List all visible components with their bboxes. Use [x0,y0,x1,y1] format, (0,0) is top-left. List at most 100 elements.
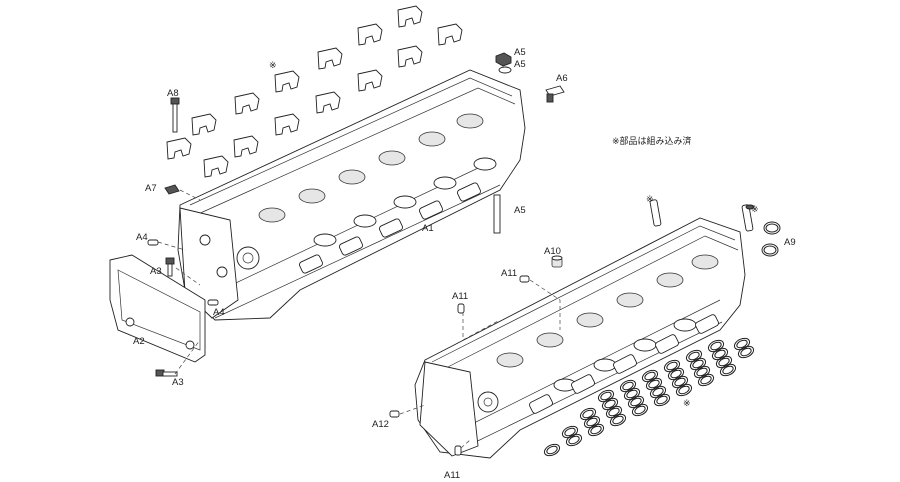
part-labels: A1 A2 A3 A3 A4 A4 A5 A5 A5 A6 A7 A8 A9 A… [133,47,796,481]
label-a7: A7 [145,183,157,194]
valve-ring [546,445,558,455]
exhaust-ports-lower [529,314,719,414]
label-a9: A9 [784,237,796,248]
valve-ring [568,435,580,445]
valve-ring [634,405,646,415]
valve-ring [652,387,664,397]
valve-ring [644,371,656,381]
label-a12: A12 [372,419,389,430]
valve-ring [733,337,751,351]
preinstalled-marks: ※ ※ ※ ※ [269,61,759,409]
preinstalled-mark: ※ [646,195,654,205]
cam-journals-lower [496,254,719,392]
valve-ring [583,415,601,429]
bolt-a3 [155,257,178,377]
valve-ring [719,363,737,377]
valve-ring [612,415,624,425]
valve-ring [700,375,712,385]
fitting-a6 [545,85,565,103]
label-a6: A6 [556,73,568,84]
valve-guides [649,199,755,232]
valve-ring [715,355,733,369]
label-a5: A5 [514,205,526,216]
valve-ring [561,425,579,439]
valve-ring [543,443,561,457]
valve-ring [627,395,645,409]
plug-a7 [164,184,201,201]
valve-ring [565,433,583,447]
valve-ring [597,389,615,403]
valve-ring [601,397,619,411]
valve-ring [666,361,678,371]
valve-ring [619,379,637,393]
label-a2: A2 [133,336,145,347]
valve-rings [543,337,755,457]
valve-ring [670,369,682,379]
valve-ring [678,385,690,395]
label-a4: A4 [213,307,225,318]
cylinder-head-upper-assembly [177,69,526,321]
valve-ring [718,357,730,367]
valve-ring [674,377,686,387]
front-cover-a2 [109,254,206,363]
label-a11: A11 [452,291,468,302]
o-rings-a9 [761,221,781,257]
valve-ring [692,359,704,369]
valve-ring [722,365,734,375]
valve-ring [710,341,722,351]
valve-ring [740,347,752,357]
valve-ring [604,399,616,409]
valve-ring [667,367,685,381]
valve-ring [586,417,598,427]
stud-a5 [493,194,501,234]
preinstalled-mark: ※ [683,399,691,409]
valve-ring [626,389,638,399]
label-a8: A8 [167,88,179,99]
valve-ring [663,359,681,373]
valve-ring [564,427,576,437]
valve-ring [737,345,755,359]
valve-ring [685,349,703,363]
valve-ring [630,397,642,407]
cap-a10 [551,255,563,268]
preinstalled-mark: ※ [751,205,759,215]
plug-a11 [454,275,530,456]
valve-ring [696,367,708,377]
bolt-a8 [170,97,180,133]
valve-ring [711,347,729,361]
valve-ring [631,403,649,417]
valve-ring [579,407,597,421]
label-a11: A11 [444,470,460,481]
valve-ring [641,369,659,383]
label-a4: A4 [136,232,148,243]
label-a10: A10 [544,246,561,257]
valve-ring [656,395,668,405]
cam-journals-upper [258,113,497,247]
valve-ring [645,377,663,391]
preinstalled-note: ※部品は組み込み済 [612,135,692,147]
valve-ring [675,383,693,397]
valve-ring [697,373,715,387]
valve-ring [605,405,623,419]
valve-ring [582,409,594,419]
dowel-a4 [147,239,219,306]
label-a3: A3 [172,377,184,388]
valve-ring [689,357,707,371]
valve-ring [653,393,671,407]
label-a5: A5 [514,59,526,70]
exhaust-ports-upper [299,182,481,274]
valve-ring [623,387,641,401]
label-a5: A5 [514,47,526,58]
valve-ring [688,351,700,361]
valve-ring [714,349,726,359]
label-a3: A3 [150,266,162,277]
preinstalled-mark: ※ [269,61,277,71]
valve-ring [736,339,748,349]
label-a1: A1 [422,223,434,234]
cam-caps [166,5,463,178]
valve-ring [590,425,602,435]
valve-ring [693,365,711,379]
valve-ring [649,385,667,399]
valve-ring [600,391,612,401]
